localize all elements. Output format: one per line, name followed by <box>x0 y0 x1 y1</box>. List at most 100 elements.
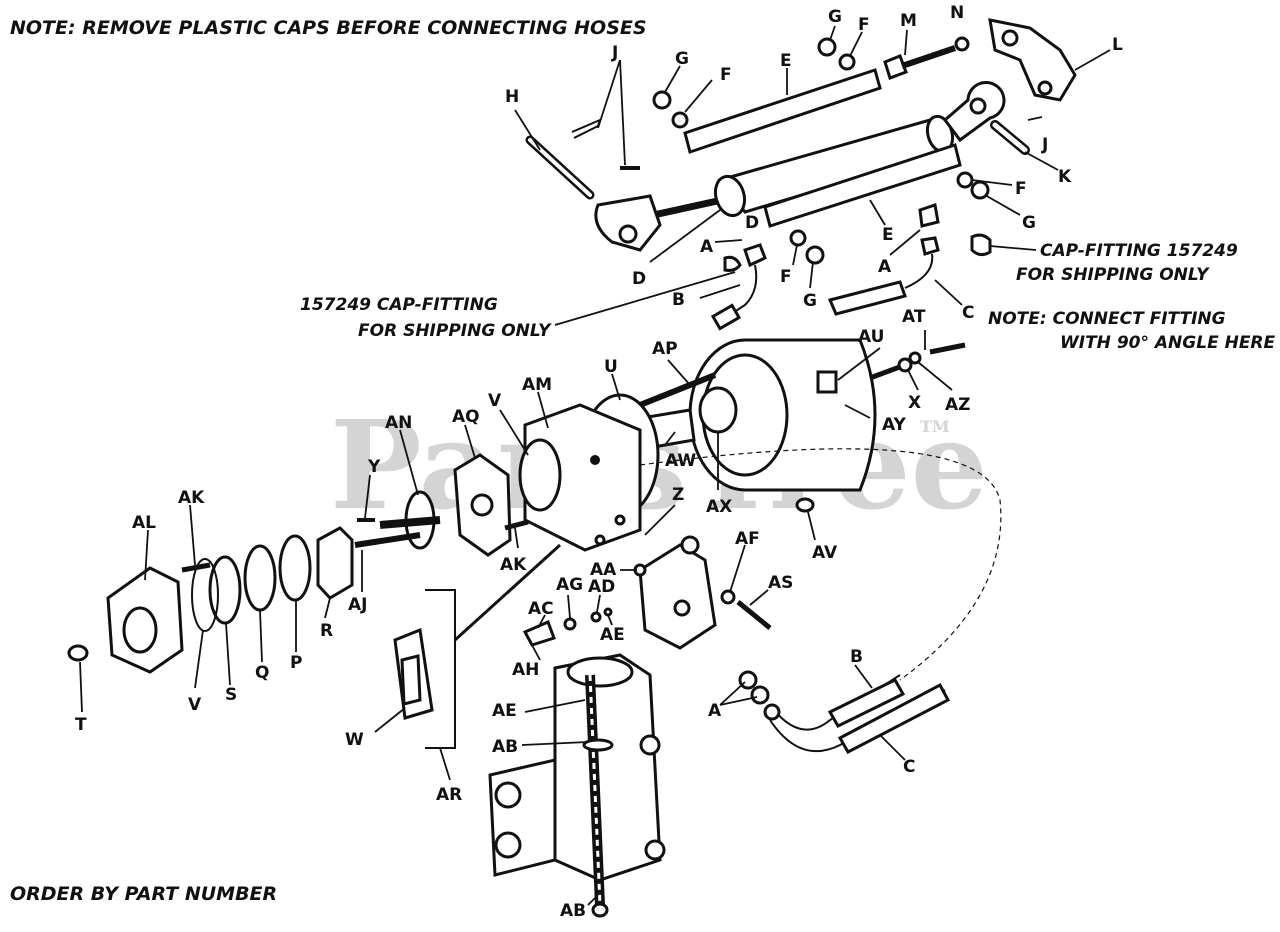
leader-am <box>537 391 549 429</box>
bracket-lower <box>763 143 962 228</box>
label-a3: A <box>708 701 722 721</box>
shaft-end-ab <box>591 902 609 918</box>
bolt-m-shank <box>901 45 956 69</box>
part-labels: G F M N L J G F E H J K F G E D A D B F … <box>75 3 1123 921</box>
label-z: Z <box>672 485 684 505</box>
label-g4: G <box>803 291 817 311</box>
gear-housing-nut-1 <box>494 781 522 809</box>
label-aa: AA <box>590 560 617 580</box>
part-ae-small <box>603 607 613 617</box>
label-n: N <box>950 3 964 23</box>
mounting-bracket-l <box>988 18 1077 102</box>
cylinder-assembly <box>525 18 1077 265</box>
label-j2: J <box>1041 135 1048 155</box>
nut-g-4 <box>805 245 825 265</box>
hose-c-long <box>769 689 946 753</box>
hose-b-end <box>710 303 742 331</box>
label-am: AM <box>522 375 552 395</box>
leader-an <box>399 429 419 496</box>
worm-shaft-thread <box>588 674 602 906</box>
detail-box-ar <box>393 543 562 749</box>
leader-aq <box>464 424 476 459</box>
pin-ak-1 <box>181 562 211 573</box>
label-av: AV <box>812 543 838 563</box>
label-q: Q <box>255 663 269 683</box>
note-cap-fitting-right-line2: FOR SHIPPING ONLY <box>1016 265 1210 285</box>
label-g3: G <box>1022 213 1036 233</box>
leader-lines <box>79 25 1111 906</box>
label-f4: F <box>780 267 792 287</box>
pin-ak-2 <box>504 519 529 531</box>
detail-spool-w <box>400 654 422 706</box>
leader-g4 <box>809 261 814 289</box>
long-hoses <box>639 448 1002 754</box>
leader-ar <box>439 747 451 781</box>
leader-ae2 <box>524 699 586 713</box>
plate-s <box>208 555 242 625</box>
grommet-av <box>795 497 815 513</box>
note-connect-fitting-line2: WITH 90° ANGLE HERE <box>1060 333 1276 353</box>
hose-b-sleeve <box>827 678 906 728</box>
washer-t <box>67 644 89 662</box>
leader-u <box>611 373 621 401</box>
label-b2: B <box>850 647 863 667</box>
label-a2: A <box>878 257 892 277</box>
plate-r <box>316 526 354 600</box>
label-a1: A <box>700 237 714 257</box>
label-ap: AP <box>652 339 678 359</box>
label-v1: V <box>488 391 502 411</box>
leader-ah <box>531 644 541 661</box>
label-h: H <box>505 87 519 107</box>
steering-gear <box>488 653 666 918</box>
label-aq: AQ <box>452 407 480 427</box>
nut-n <box>954 36 970 52</box>
leader-av <box>807 511 816 541</box>
label-f2: F <box>720 65 732 85</box>
label-ah: AH <box>512 660 539 680</box>
leader-f3 <box>971 179 1013 186</box>
note-cap-fitting-left-line1: 157249 CAP-FITTING <box>300 295 498 315</box>
label-c1: C <box>962 303 974 323</box>
nut-g-3 <box>970 180 990 200</box>
label-aw: AW <box>665 451 696 471</box>
fitting-a-5 <box>763 703 781 721</box>
leader-e2 <box>869 199 886 226</box>
leader-m <box>904 29 908 56</box>
label-at: AT <box>902 307 926 327</box>
cylinder-hoses <box>710 203 992 331</box>
leader-y <box>364 474 371 519</box>
hose-b-short <box>724 264 758 319</box>
o-ring-v <box>191 558 219 632</box>
label-ay: AY <box>882 415 907 435</box>
note-cap-fitting-right-line1: CAP-FITTING 157249 <box>1040 241 1238 261</box>
valve-side-port <box>673 599 691 617</box>
fitting-a-2 <box>918 203 940 228</box>
control-valve <box>522 535 772 650</box>
label-s: S <box>225 685 237 705</box>
cylinder-end-cap <box>713 174 747 218</box>
leader-t <box>79 661 83 713</box>
leader-k <box>1024 151 1059 171</box>
label-v2: V <box>188 695 202 715</box>
bracket-l-hole-1 <box>1001 29 1019 47</box>
label-ae1: AE <box>600 625 625 645</box>
fitting-a-4 <box>750 685 770 705</box>
part-ag <box>563 617 577 631</box>
gear-housing-boss-2 <box>644 839 666 861</box>
leader-d2 <box>649 209 721 263</box>
leader-z <box>644 504 676 536</box>
label-af: AF <box>735 529 760 549</box>
leader-j1 <box>597 59 626 166</box>
washer-x <box>897 357 913 373</box>
gear-housing-side <box>488 758 557 877</box>
leader-cap-left <box>554 271 736 326</box>
pin-k-highlight <box>992 122 1028 153</box>
label-d1: D <box>745 213 759 233</box>
label-ab1: AB <box>492 737 518 757</box>
leader-ap <box>667 359 691 386</box>
label-m: M <box>900 11 917 31</box>
plate-q <box>243 544 277 612</box>
part-ad <box>590 611 602 623</box>
gear-housing-top <box>566 656 634 688</box>
